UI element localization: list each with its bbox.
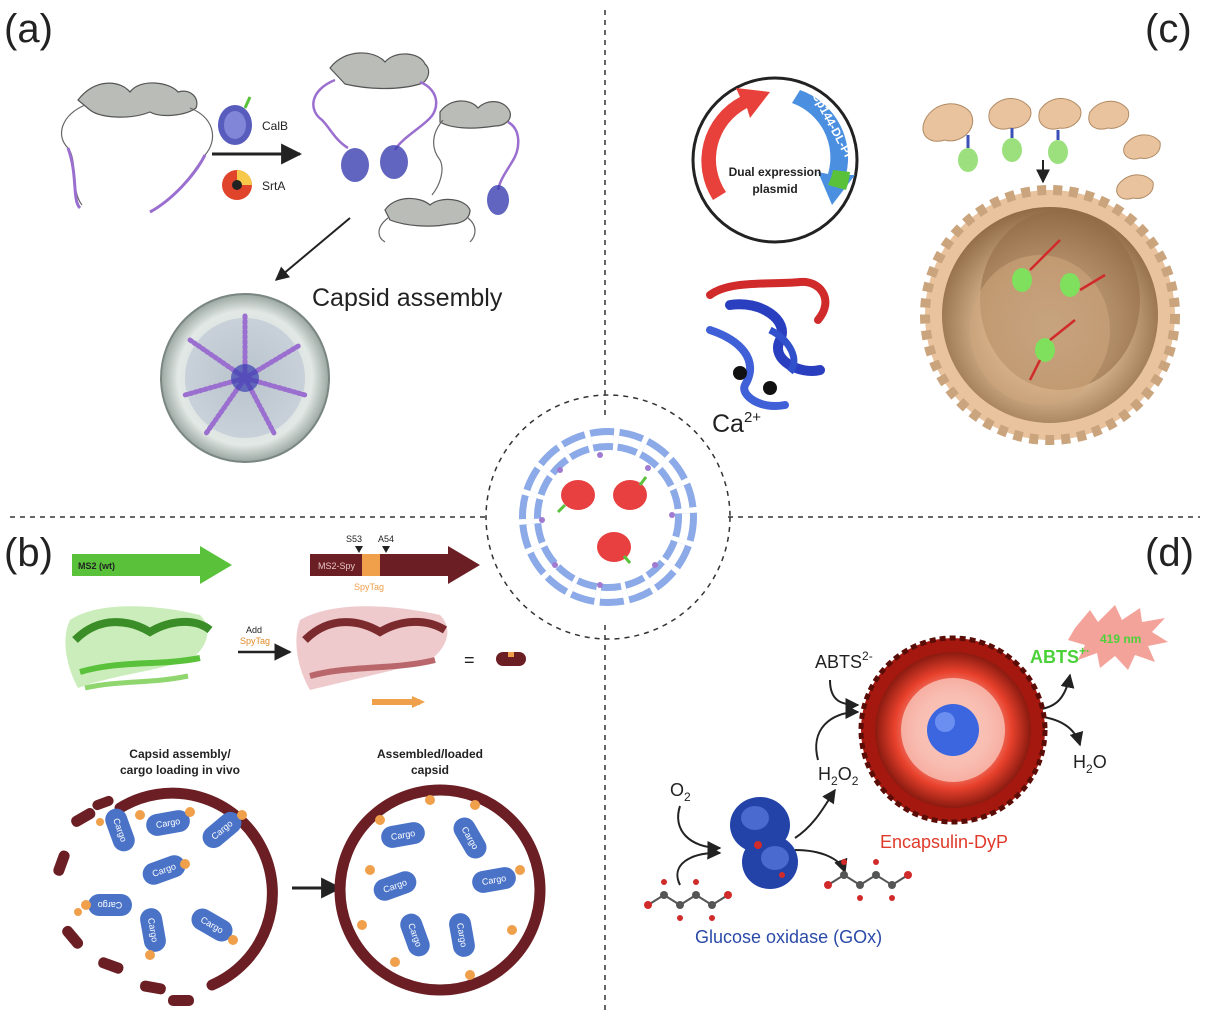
cargo-label: Cargo [155,816,181,830]
panel-dividers [10,10,1200,1012]
glucose-molecule-icon [644,879,732,921]
plasmid-label-line1: Dual expression [729,165,822,179]
dual-expression-plasmid-icon: Cp149 Cp144-DL-PP Dual expression plasmi… [691,76,859,244]
panel-d-label: (d) [1145,531,1194,575]
o2-in-arrow [677,805,722,855]
capsid-assembly-label: Capsid assembly [312,284,503,312]
abts-in-arrow [829,679,860,712]
panel-a-label: (a) [4,7,53,51]
assembly-title-line2: cargo loading in vivo [120,763,240,777]
cp-dimers-group [922,98,1161,200]
partial-capsid-icon [53,787,278,1006]
ms2-spy-label: MS2-Spy [318,561,356,571]
scaffold-calb-conjugate-icon [431,100,520,215]
srta-label: SrtA [262,179,285,193]
assembly-title-line1: Capsid assembly/ [129,747,231,761]
calcium-label: Ca2+ [712,409,761,438]
panel-c: (c) Cp149 Cp144-DL-PP Dual expression pl… [691,7,1192,445]
cargo-group-left: Cargo Cargo Cargo Cargo Cargo Cargo Carg… [74,807,247,960]
gluconolactone-molecule-icon [824,859,912,901]
loaded-title-line2: capsid [411,763,449,777]
glucose-in-arrow [676,845,722,886]
loaded-title-line1: Assembled/loaded [377,747,483,761]
ms2-subunit-icon [496,652,526,666]
loaded-capsid-icon: Cargo Cargo Cargo Cargo Cargo Cargo [334,784,546,996]
calb-icon [218,96,252,145]
cargo-label: Cargo [146,917,160,943]
add-spytag-label: SpyTag [240,636,270,646]
panel-b-label: (b) [4,531,53,575]
panel-c-label: (c) [1145,7,1192,51]
spytag-gene-label: SpyTag [354,582,384,592]
panel-d: (d) 419 nm ABTS2- ABTS+· Encapsulin-DyP … [644,531,1194,947]
encapsulin-dyp-icon [858,635,1048,825]
cp-dimer-green-tags [958,128,1068,172]
cargo-label: Cargo [455,922,469,948]
emission-burst-icon: 419 nm [1068,605,1168,670]
hbv-capsid-icon [920,185,1180,445]
a54-label: A54 [378,534,394,544]
ms2-spy-protein-icon [296,606,448,708]
central-capsid-diagram [485,394,731,640]
calb-label: CalB [262,119,288,133]
assembled-capsid-icon [160,293,330,463]
h2o2-in-arrow [815,705,860,761]
ms2-wt-protein-icon [65,606,213,691]
abts-radical-label: ABTS+· [1030,644,1090,667]
plasmid-label-line2: plasmid [752,182,797,196]
calcium-binding-domain-icon [706,277,830,410]
ms2-wt-label: MS2 (wt) [78,561,115,571]
s53-label: S53 [346,534,362,544]
h2o-label: H2O [1073,752,1107,776]
gox-label: Glucose oxidase (GOx) [695,927,882,947]
ms2-spy-gene-arrow: MS2-Spy S53 A54 SpyTag [310,534,480,592]
glucose-oxidase-icon [730,797,798,889]
h2o2-label: H2O2 [818,764,859,788]
wavelength-label: 419 nm [1100,632,1141,646]
abts-substrate-label: ABTS2- [815,649,873,672]
cargo-label: Cargo [481,873,507,887]
ms2-wt-gene-arrow: MS2 (wt) [72,546,232,584]
o2-label: O2 [670,780,691,804]
scaffold-calb-conjugate-icon [312,52,438,182]
scaffold-protein-icon [60,82,214,214]
gluconolactone-out-arrow [794,849,848,874]
cargo-label: Cargo [98,900,123,910]
equals-sign: = [464,650,475,670]
h2o2-out-arrow [794,788,836,839]
cargo-label: Cargo [390,828,416,842]
encapsulin-label: Encapsulin-DyP [880,832,1008,852]
panel-a: (a) CalB SrtA [4,7,520,463]
panel-b: (b) MS2 (wt) MS2-Spy S53 A54 SpyTag Add … [4,531,546,1006]
add-label: Add [246,625,262,635]
scaffold-icon [378,197,476,243]
srta-icon [222,170,252,200]
assembly-arrow [274,217,351,281]
